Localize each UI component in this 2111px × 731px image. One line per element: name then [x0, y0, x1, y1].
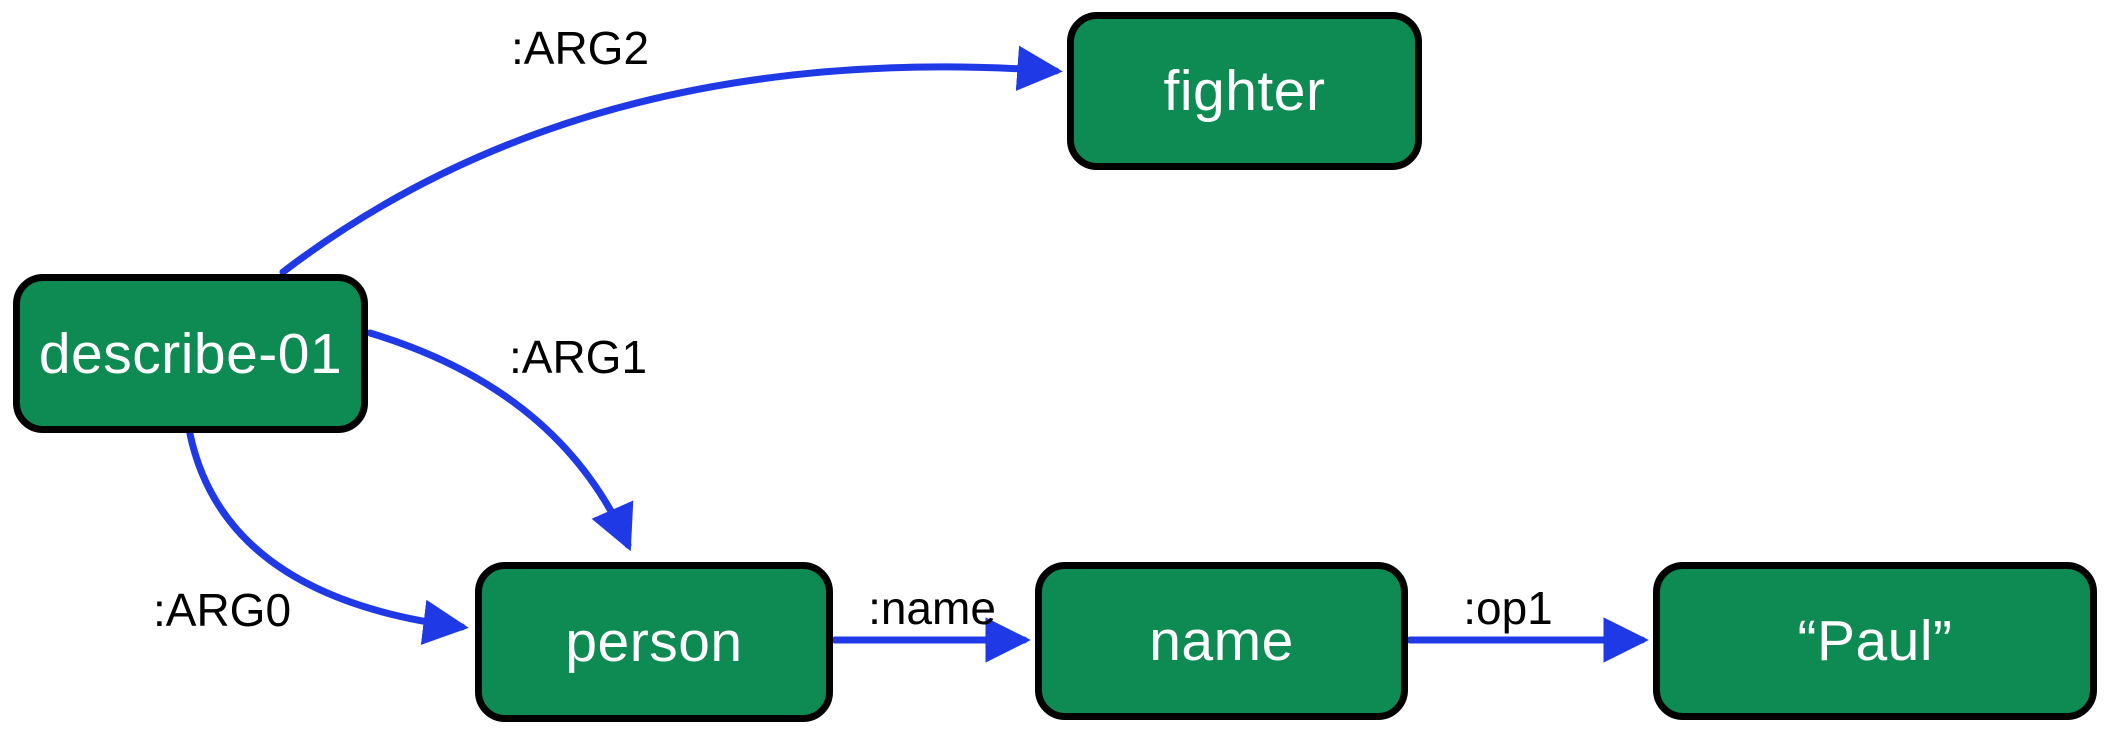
node-describe-01: describe-01	[13, 274, 368, 433]
node-paul-label: “Paul”	[1797, 609, 1953, 673]
edge-label-name: :name	[868, 582, 996, 634]
node-person-label: person	[565, 610, 743, 674]
edge-arg0-curve	[186, 430, 469, 645]
edge-arg1-curve	[366, 329, 634, 552]
edge-label-arg1: :ARG1	[508, 331, 648, 383]
edge-arg2-curve	[279, 45, 1063, 276]
edge-label-arg0: :ARG0	[152, 584, 292, 636]
node-name: name	[1035, 562, 1408, 720]
node-describe-01-label: describe-01	[38, 321, 343, 386]
edge-label-op1: :op1	[1463, 582, 1553, 634]
node-name-label: name	[1149, 609, 1294, 673]
node-paul: “Paul”	[1653, 562, 2097, 720]
node-person: person	[475, 562, 833, 722]
edge-label-arg2: :ARG2	[510, 22, 650, 74]
node-fighter: fighter	[1067, 12, 1422, 170]
node-fighter-label: fighter	[1163, 59, 1326, 123]
